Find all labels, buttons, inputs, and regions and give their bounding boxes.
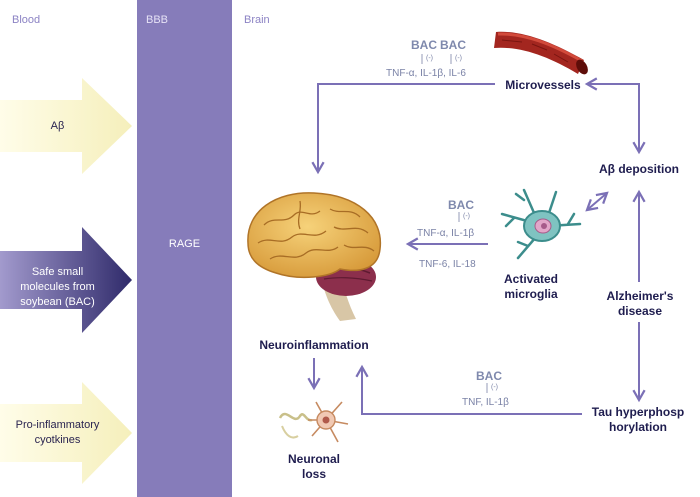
inhibition-sign: (-) [463, 213, 470, 220]
bac-label-microvessels-1: BAC [411, 38, 437, 52]
abeta-arrow-label: Aβ [50, 120, 65, 132]
node-activated-microglia: Activated microglia [503, 272, 559, 301]
neuronal-loss-illustration [278, 401, 349, 443]
node-tau-hyperphosphorylation: Tau hyperphosp horylation [591, 405, 685, 434]
node-neuroinflammation: Neuroinflammation [259, 338, 369, 352]
rage-label: RAGE [168, 238, 201, 250]
activated-microglia-illustration [500, 188, 582, 260]
bac-label-microvessels-2: BAC [440, 38, 466, 52]
cytokines-arrow-label: Pro-inflammatory cyotkines [15, 419, 100, 446]
region-brain-label: Brain [244, 14, 270, 26]
microglia-cytokines-inhibited: TNF-α, IL-1β [417, 228, 475, 239]
node-alzheimers-disease: Alzheimer's disease [606, 289, 674, 318]
bac-arrow [0, 227, 132, 333]
node-microvessels: Microvessels [505, 78, 581, 92]
inhibition-sign: (-) [455, 55, 462, 62]
node-neuronal-loss: Neuronal loss [287, 452, 340, 481]
microglia-cytokines-other: TNF-6, IL-18 [419, 259, 476, 270]
blood-vessel-illustration [494, 31, 588, 75]
region-blood-label: Blood [12, 14, 41, 26]
inhibition-sign: (-) [491, 384, 498, 391]
brain-illustration [247, 192, 382, 321]
cytokines-arrow [0, 382, 132, 484]
inhibition-sign: (-) [426, 55, 433, 62]
region-bbb-label: BBB [146, 14, 169, 26]
bbb-band [137, 0, 232, 497]
microvessel-cytokines: TNF-α, IL-1β, IL-6 [386, 68, 466, 79]
abeta-arrow [0, 78, 132, 174]
bac-arrow-label: Safe small molecules from soybean (BAC) [20, 266, 95, 308]
tau-cytokines: TNF, IL-1β [462, 397, 509, 408]
bac-label-tau: BAC [476, 369, 502, 383]
node-abeta-deposition: Aβ deposition [599, 162, 679, 176]
bac-label-microglia: BAC [448, 198, 474, 212]
